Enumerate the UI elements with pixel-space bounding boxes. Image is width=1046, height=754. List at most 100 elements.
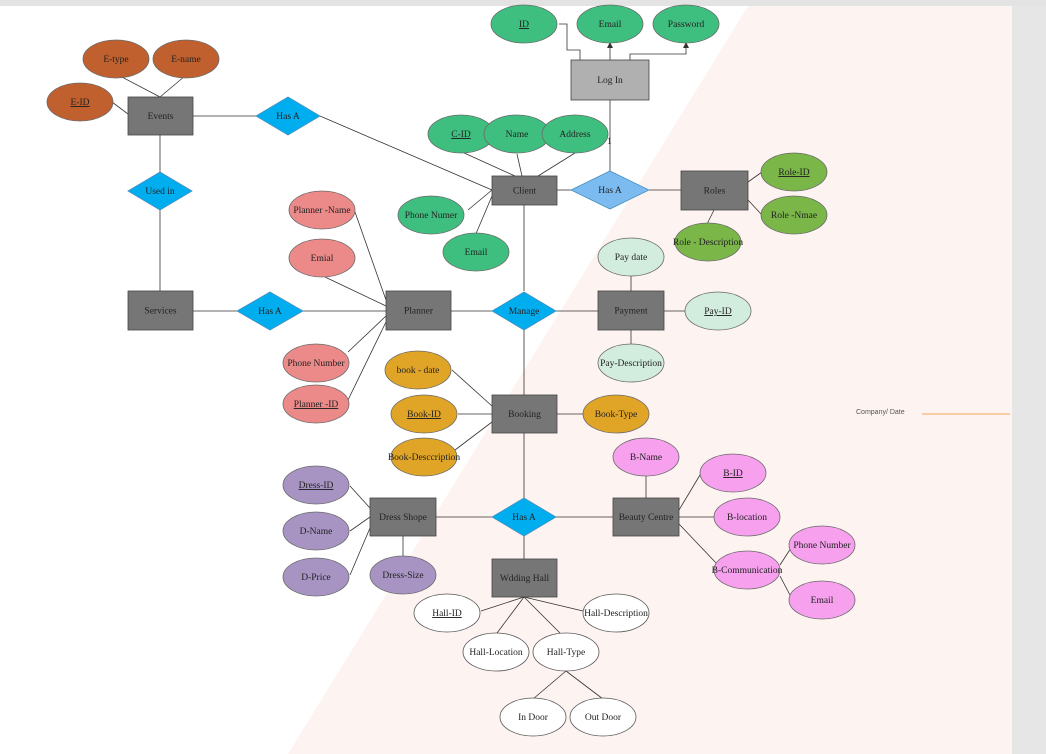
entity-payment[interactable]: Payment [597, 290, 665, 331]
entity-booking[interactable]: Booking [491, 394, 558, 434]
attribute-ellipse [282, 511, 350, 551]
entity-hall[interactable]: Wdding Hall [491, 558, 558, 598]
attribute-ellipse [760, 152, 828, 192]
entity-box [127, 96, 194, 136]
attribute-book-date[interactable]: book - date [384, 350, 452, 390]
entity-planner[interactable]: Planner [385, 290, 452, 331]
vertical-scrollbar[interactable] [1012, 6, 1046, 754]
attribute-login-password[interactable]: Password [652, 4, 720, 44]
entity-label: Planner [404, 307, 434, 317]
attribute-label: Dress-Size [382, 571, 423, 581]
attribute-p-name[interactable]: Planner -Name [288, 190, 356, 230]
attribute-p-id[interactable]: Planner -ID [282, 384, 350, 424]
attribute-book-id[interactable]: Book-ID [390, 394, 458, 434]
entity-label: Beauty Centre [619, 513, 674, 523]
attribute-e-name[interactable]: E-name [152, 39, 220, 79]
relationship-label: Has A [258, 307, 282, 317]
attribute-label: Out Door [585, 713, 622, 723]
attribute-c-email[interactable]: Email [442, 232, 510, 272]
entity-beauty[interactable]: Beauty Centre [612, 497, 680, 537]
entity-client[interactable]: Client [491, 175, 558, 206]
attribute-pay-id[interactable]: Pay-ID [684, 291, 752, 331]
attribute-role-name[interactable]: Role -Nmae [760, 195, 828, 235]
attribute-ellipse [760, 195, 828, 235]
relationship-hasa-events[interactable]: Has A [255, 96, 321, 136]
attribute-label: Email [599, 20, 622, 30]
attribute-role-desc[interactable]: Role - Description [673, 222, 743, 262]
arrow-head-email [607, 42, 613, 48]
attribute-hall-type[interactable]: Hall-Type [532, 632, 600, 672]
entity-label: Roles [704, 187, 726, 197]
relationship-used-in[interactable]: Used in [127, 171, 193, 211]
entity-login[interactable]: Log In [570, 59, 650, 101]
attribute-label: Phone Number [287, 359, 345, 369]
attribute-d-name[interactable]: D-Name [282, 511, 350, 551]
attribute-ellipse [282, 557, 350, 597]
attribute-b-phone[interactable]: Phone Number [788, 525, 856, 565]
attribute-ellipse [390, 437, 458, 477]
attribute-book-type[interactable]: Book-Type [582, 394, 650, 434]
relationship-manage[interactable]: Manage [491, 291, 557, 331]
relationship-hasa-roles[interactable]: Has A [570, 170, 650, 210]
entity-dress[interactable]: Dress Shope [369, 497, 437, 537]
attribute-dress-size[interactable]: Dress-Size [369, 555, 437, 595]
attribute-c-phone[interactable]: Phone Numer [397, 195, 465, 235]
attribute-b-id[interactable]: B-ID [699, 453, 767, 493]
relationship-hasa-services[interactable]: Has A [236, 291, 304, 331]
attribute-label: Phone Number [793, 541, 851, 551]
attribute-label: Email [465, 248, 488, 258]
cardinality-label: 1 [607, 137, 612, 147]
attribute-ellipse [532, 632, 600, 672]
entity-roles[interactable]: Roles [680, 170, 749, 211]
attribute-pay-date[interactable]: Pay date [597, 237, 665, 277]
entity-box [385, 290, 452, 331]
attribute-c-address[interactable]: Address [541, 114, 609, 154]
attribute-e-id[interactable]: E-ID [46, 82, 114, 122]
attribute-d-price[interactable]: D-Price [282, 557, 350, 597]
attribute-book-desc[interactable]: Book-Desccription [388, 437, 461, 477]
attribute-in-door[interactable]: In Door [499, 697, 567, 737]
attribute-ellipse [612, 437, 680, 477]
attribute-ellipse [713, 550, 781, 590]
attribute-ellipse [713, 497, 781, 537]
attribute-hall-id[interactable]: Hall-ID [413, 593, 481, 633]
attribute-p-email[interactable]: Emial [288, 238, 356, 278]
attribute-label: Role - Description [673, 238, 743, 248]
attribute-ellipse [282, 465, 350, 505]
attribute-hall-location[interactable]: Hall-Location [462, 632, 530, 672]
attribute-dress-id[interactable]: Dress-ID [282, 465, 350, 505]
attribute-label: Phone Numer [405, 211, 458, 221]
attribute-ellipse [282, 343, 350, 383]
attribute-label: Hall-Type [547, 648, 585, 658]
attribute-label: Password [668, 20, 705, 30]
attribute-label: Pay-ID [704, 307, 732, 317]
attribute-ellipse [46, 82, 114, 122]
relationship-hasa-hall[interactable]: Has A [491, 497, 557, 537]
attribute-login-id[interactable]: ID [490, 4, 558, 44]
attribute-out-door[interactable]: Out Door [569, 697, 637, 737]
attribute-b-email[interactable]: Email [788, 580, 856, 620]
attribute-p-phone[interactable]: Phone Number [282, 343, 350, 383]
entity-label: Log In [597, 76, 623, 86]
attribute-b-name[interactable]: B-Name [612, 437, 680, 477]
attribute-label: B-Name [630, 453, 662, 463]
attribute-login-email[interactable]: Email [576, 4, 644, 44]
arrow-head-password [683, 42, 689, 48]
attribute-c-name[interactable]: Name [483, 114, 551, 154]
attribute-label: Dress-ID [299, 481, 334, 491]
attribute-label: Hall-ID [432, 609, 462, 619]
attribute-label: book - date [397, 366, 440, 376]
attribute-hall-desc[interactable]: Hall-Description [582, 593, 650, 633]
attribute-pay-desc[interactable]: Pay-Description [597, 343, 665, 383]
attribute-role-id[interactable]: Role-ID [760, 152, 828, 192]
attribute-label: Address [559, 130, 590, 140]
connector-lines [111, 23, 1010, 700]
entity-services[interactable]: Services [127, 290, 194, 331]
attribute-b-location[interactable]: B-location [713, 497, 781, 537]
entity-label: Services [144, 307, 176, 317]
attribute-b-comm[interactable]: B-Communication [712, 550, 783, 590]
attribute-ellipse [82, 39, 150, 79]
attribute-label: Book-ID [407, 410, 441, 420]
attribute-e-type[interactable]: E-type [82, 39, 150, 79]
entity-events[interactable]: Events [127, 96, 194, 136]
